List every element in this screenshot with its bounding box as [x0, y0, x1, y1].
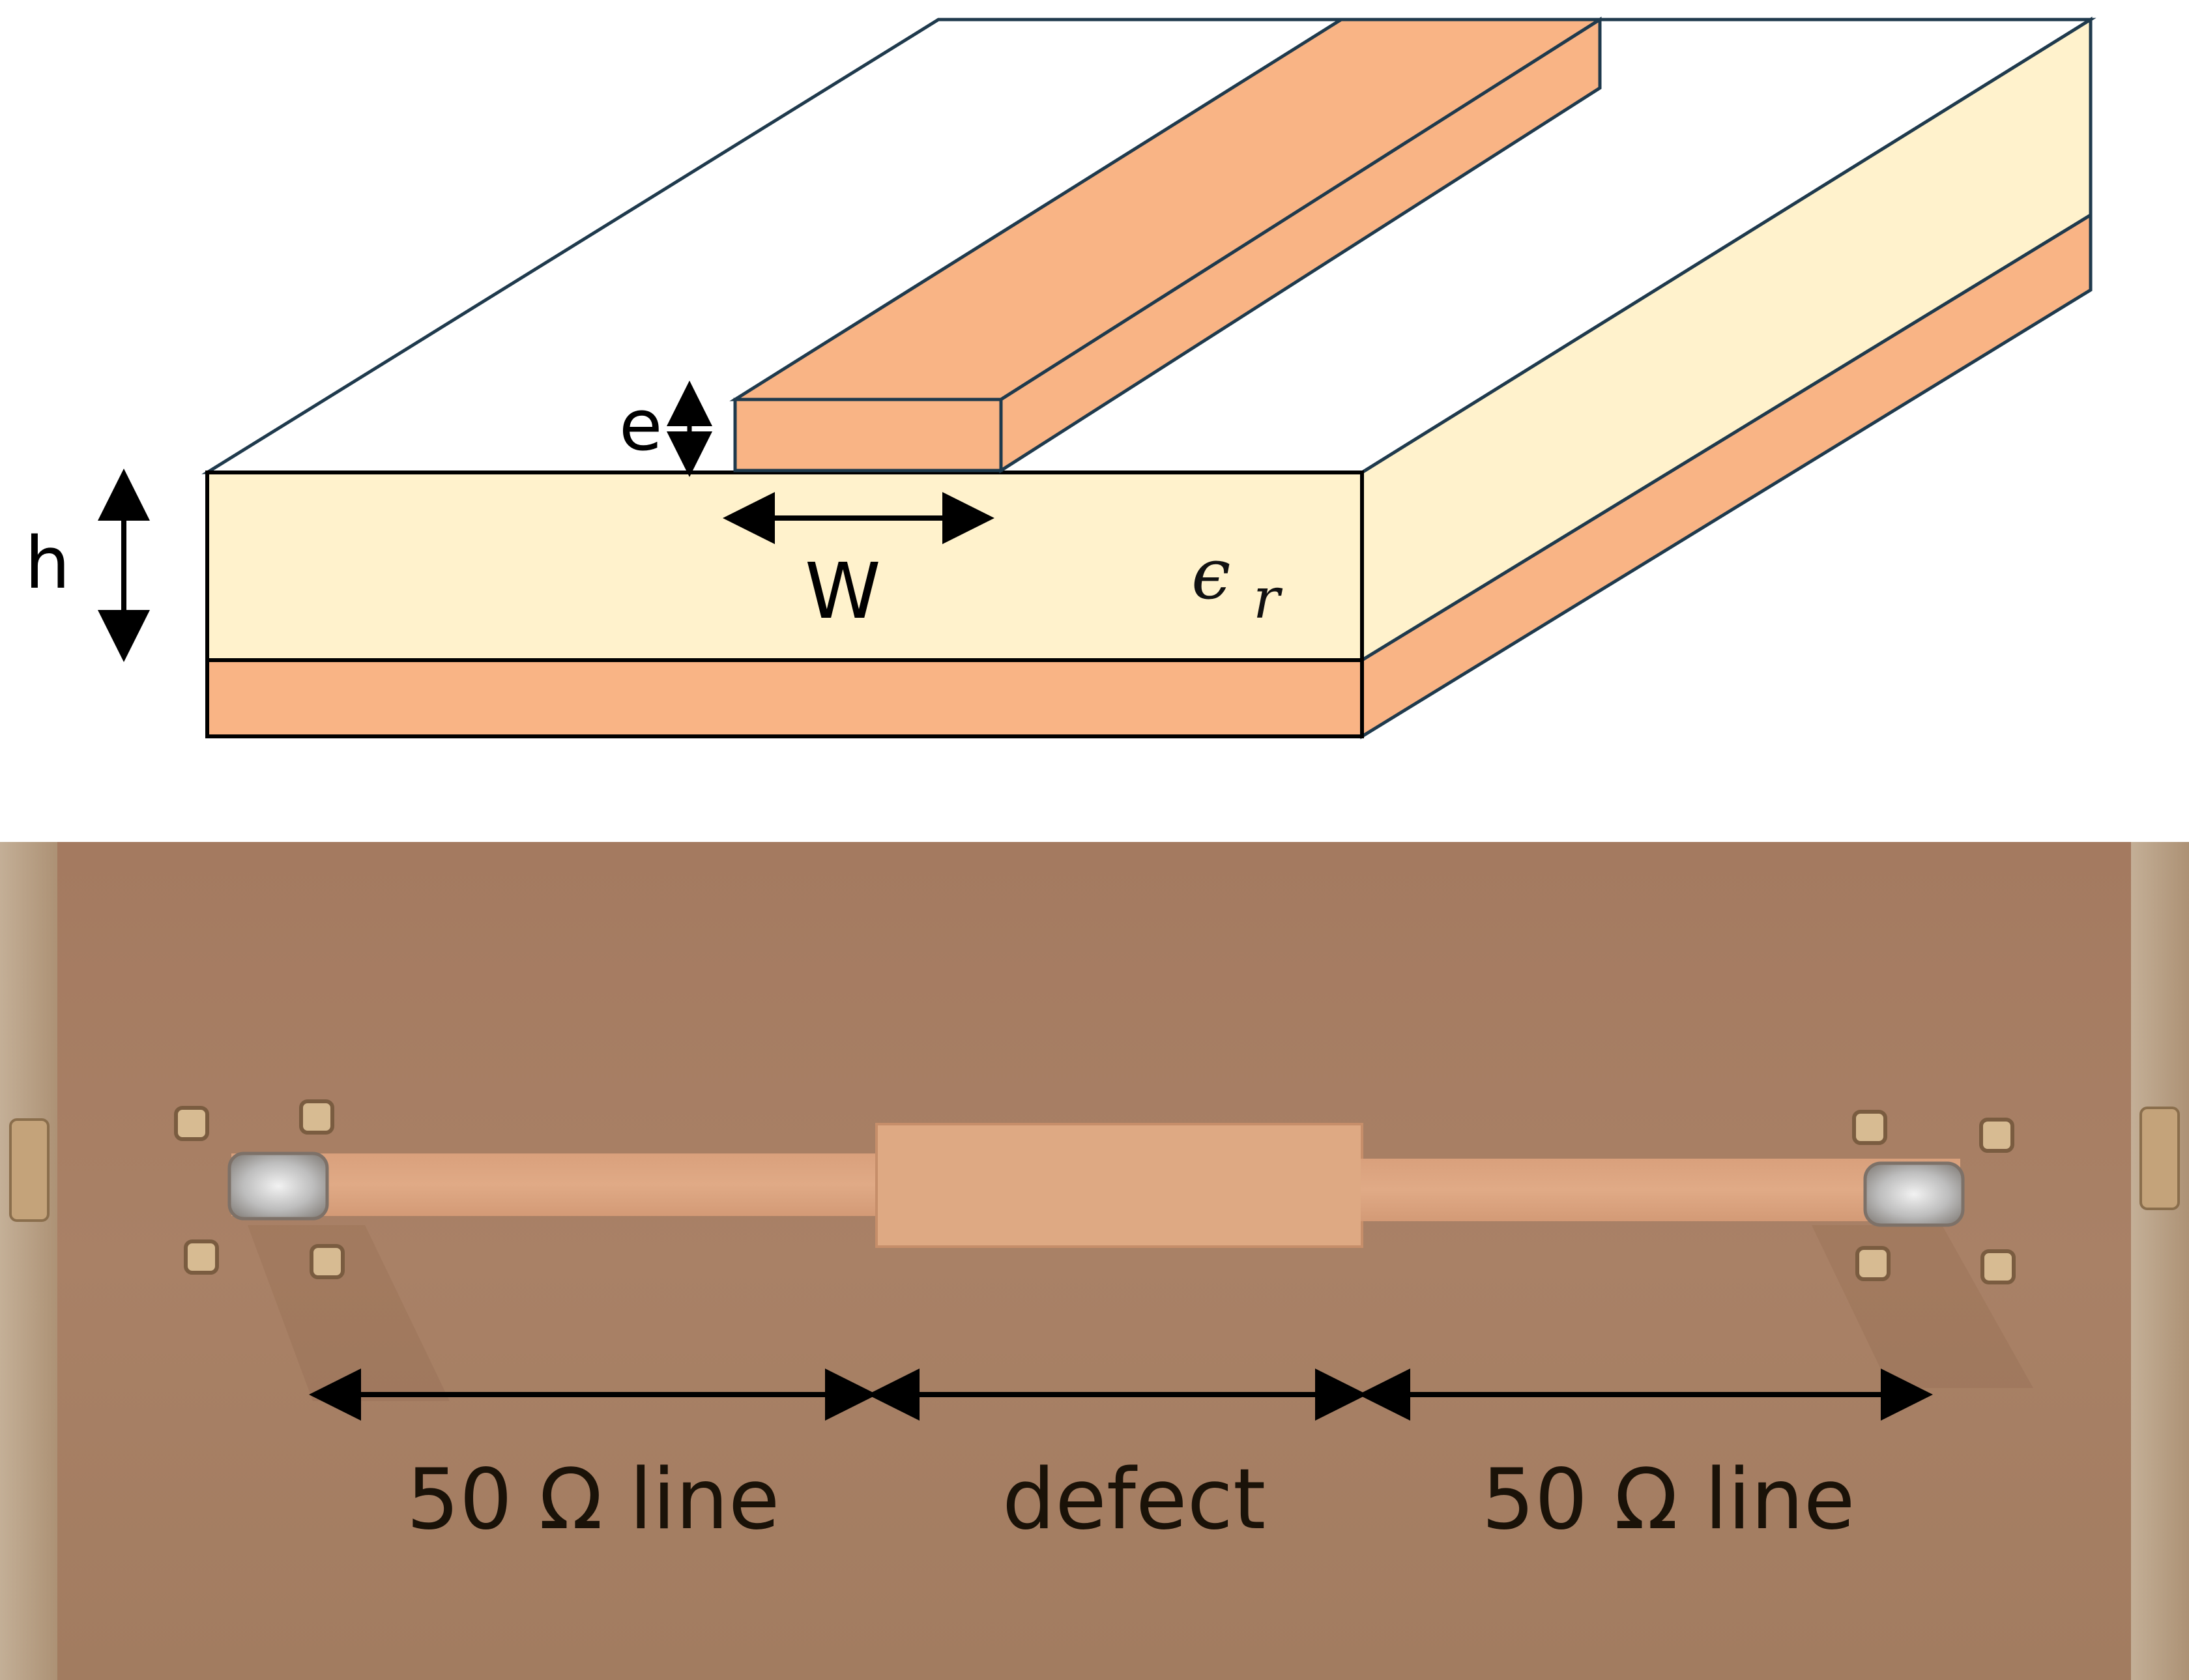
left-via-group [174, 1099, 345, 1279]
right-sma-connector [2139, 1107, 2180, 1210]
left-segment-label: 50 Ω line [406, 1451, 779, 1548]
middle-segment-label: defect [1002, 1451, 1266, 1548]
permittivity-symbol: ϵ [1191, 534, 1231, 615]
right-solder-joint [1863, 1161, 1965, 1227]
defect-section [875, 1123, 1363, 1248]
strip-front-face [733, 398, 1003, 472]
via-pad [310, 1244, 345, 1279]
via-pad [174, 1106, 209, 1141]
pcb-photo: 50 Ω line defect 50 Ω line [0, 842, 2189, 1680]
via-pad [1852, 1110, 1887, 1145]
left-shadow-streak [248, 1225, 450, 1401]
pcb-board [0, 842, 2189, 1680]
left-solder-joint [227, 1151, 329, 1221]
via-pad [184, 1239, 219, 1275]
via-pad [1980, 1249, 2016, 1284]
left-board-edge [0, 842, 57, 1680]
via-pad [299, 1099, 334, 1135]
via-pad [1855, 1246, 1891, 1281]
right-board-edge [2131, 842, 2189, 1680]
right-segment-label: 50 Ω line [1481, 1451, 1855, 1548]
microstrip-diagram: e h W ϵ r [25, 16, 2096, 740]
left-sma-connector [9, 1118, 50, 1222]
left-50-ohm-trace [231, 1153, 880, 1216]
permittivity-subscript: r [1253, 566, 1283, 631]
via-pad [1979, 1118, 2014, 1153]
permittivity-label: ϵ r [1191, 534, 1283, 631]
right-50-ohm-trace [1361, 1159, 1960, 1221]
height-label: h [25, 521, 70, 605]
substrate-front-face [205, 471, 1364, 662]
width-label: W [805, 546, 881, 636]
right-via-group [1852, 1110, 2016, 1284]
ground-plane-front-face [205, 658, 1364, 738]
thickness-label: e [619, 385, 662, 467]
